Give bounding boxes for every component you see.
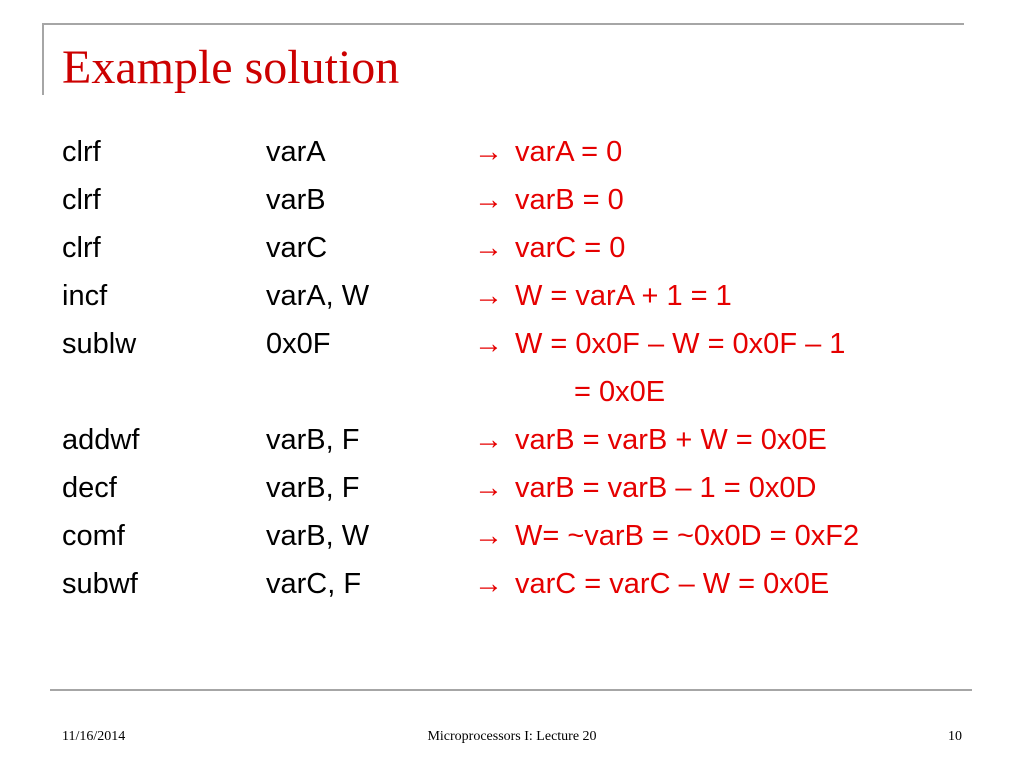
code-line: comf varB, W → W= ~varB = ~0x0D = 0xF2 [0,522,1024,566]
instruction-mnemonic: comf [62,520,125,552]
slide-title: Example solution [62,41,400,94]
instruction-result: → W = 0x0F – W = 0x0F – 1 [474,330,845,359]
instruction-result: → W= ~varB = ~0x0D = 0xF2 [474,522,859,551]
instruction-result: → varB = varB + W = 0x0E [474,426,827,455]
instruction-operand: varB, F [266,472,360,504]
arrow-right-icon: → [474,520,503,552]
instruction-mnemonic: subwf [62,568,138,600]
code-line: clrf varC → varC = 0 [0,234,1024,278]
instruction-mnemonic: clrf [62,136,101,168]
arrow-right-icon: → [474,568,503,600]
footer-date: 11/16/2014 [62,729,126,744]
instruction-operand: varC, F [266,568,362,600]
code-line: clrf varB → varB = 0 [0,186,1024,230]
instruction-mnemonic: decf [62,472,117,504]
frame-top-rule [42,23,964,25]
arrow-right-icon: → [474,472,503,504]
code-line: sublw 0x0F → W = 0x0F – W = 0x0F – 1 [0,330,1024,374]
instruction-mnemonic: sublw [62,328,137,360]
arrow-right-icon: → [474,136,503,168]
instruction-result: → W = varA + 1 = 1 [474,282,732,311]
arrow-right-icon: → [474,232,503,264]
arrow-right-icon: → [474,424,503,456]
code-line: clrf varA → varA = 0 [0,138,1024,182]
result-text: varB = varB – 1 = 0x0D [515,472,817,504]
instruction-result: → varC = 0 [474,234,625,263]
instruction-result: → varA = 0 [474,138,622,167]
instruction-operand: varA [266,136,326,168]
footer-lecture-title: Microprocessors I: Lecture 20 [427,729,597,744]
code-line: decf varB, F → varB = varB – 1 = 0x0D [0,474,1024,518]
code-line-continuation: = 0x0E [0,378,1024,422]
result-continuation: = 0x0E [574,376,666,408]
frame-left-rule [42,23,44,95]
instruction-operand: varB [266,184,326,216]
instruction-mnemonic: addwf [62,424,140,456]
code-line: subwf varC, F → varC = varC – W = 0x0E [0,570,1024,614]
instruction-operand: varB, F [266,424,360,456]
instruction-mnemonic: incf [62,280,108,312]
result-text: varA = 0 [515,136,623,168]
code-line: addwf varB, F → varB = varB + W = 0x0E [0,426,1024,470]
instruction-result: → varB = 0 [474,186,624,215]
result-text: varC = varC – W = 0x0E [515,568,830,600]
code-line: incf varA, W → W = varA + 1 = 1 [0,282,1024,326]
page-number: 10 [948,729,962,744]
instruction-operand: varB, W [266,520,370,552]
arrow-right-icon: → [474,328,503,360]
footer-rule [50,689,972,691]
instruction-result: → varC = varC – W = 0x0E [474,570,829,599]
instruction-operand: varC [266,232,328,264]
result-text: W = varA + 1 = 1 [515,280,732,312]
instruction-operand: varA, W [266,280,370,312]
result-text: varB = 0 [515,184,624,216]
result-text: W= ~varB = ~0x0D = 0xF2 [515,520,860,552]
result-text: varB = varB + W = 0x0E [515,424,827,456]
result-text: W = 0x0F – W = 0x0F – 1 [515,328,846,360]
arrow-right-icon: → [474,184,503,216]
instruction-mnemonic: clrf [62,184,101,216]
result-text: varC = 0 [515,232,626,264]
instruction-mnemonic: clrf [62,232,101,264]
arrow-right-icon: → [474,280,503,312]
instruction-operand: 0x0F [266,328,331,360]
instruction-result: → varB = varB – 1 = 0x0D [474,474,816,503]
